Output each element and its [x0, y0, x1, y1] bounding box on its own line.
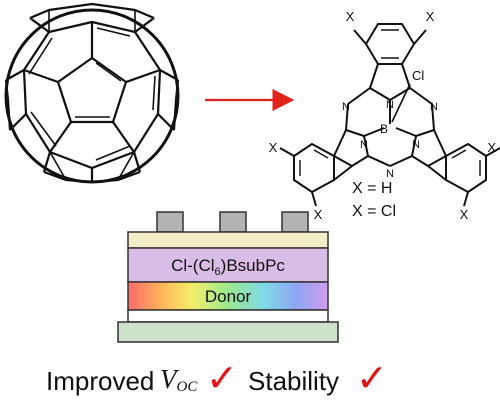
bottom-electrode [127, 309, 329, 323]
substituent-label: X [426, 9, 435, 24]
acceptor-layer-label: Cl-(Cl6)BsubPc [171, 256, 285, 278]
substituent-label: X [314, 207, 323, 222]
substituent-label: X [346, 9, 355, 24]
donor-layer [127, 281, 329, 311]
substituent-label: X [269, 140, 278, 155]
donor-layer-label: Donor [205, 287, 252, 306]
device-stack [117, 211, 339, 343]
voc-label: VOC [160, 364, 198, 395]
nitrogen-label: N [430, 101, 438, 113]
top-electrode [219, 211, 247, 233]
checkmark-icon: ✓ [356, 356, 388, 400]
nitrogen-label: N [360, 139, 368, 151]
substituent-definitions: X = H X = Cl [352, 180, 396, 220]
stability-label: Stability [248, 366, 340, 396]
axial-chlorine-label: Cl [412, 68, 424, 83]
nitrogen-label: N [386, 168, 394, 180]
acceptor-layer [127, 247, 329, 283]
substrate [117, 321, 339, 343]
substituent-label: X [460, 207, 469, 222]
substituent-label: X [487, 140, 496, 155]
nitrogen-label: N [342, 101, 350, 113]
x-equals-cl: X = Cl [352, 203, 396, 220]
buffer-layer [127, 231, 329, 249]
nitrogen-label: N [386, 99, 394, 111]
bsubpc-molecule [279, 23, 500, 207]
improved-label: Improved [46, 366, 155, 396]
boron-label: B [380, 122, 388, 136]
x-equals-h: X = H [352, 180, 392, 197]
caption: Improved VOC ✓ Stability ✓ [0, 356, 500, 406]
top-electrode [281, 211, 309, 233]
top-electrode [156, 211, 184, 233]
checkmark-icon: ✓ [206, 356, 238, 400]
molecule-labels: X X X X X X Cl B N N N N N N [269, 9, 497, 222]
fullerene-c60-icon [4, 2, 180, 184]
nitrogen-label: N [412, 139, 420, 151]
